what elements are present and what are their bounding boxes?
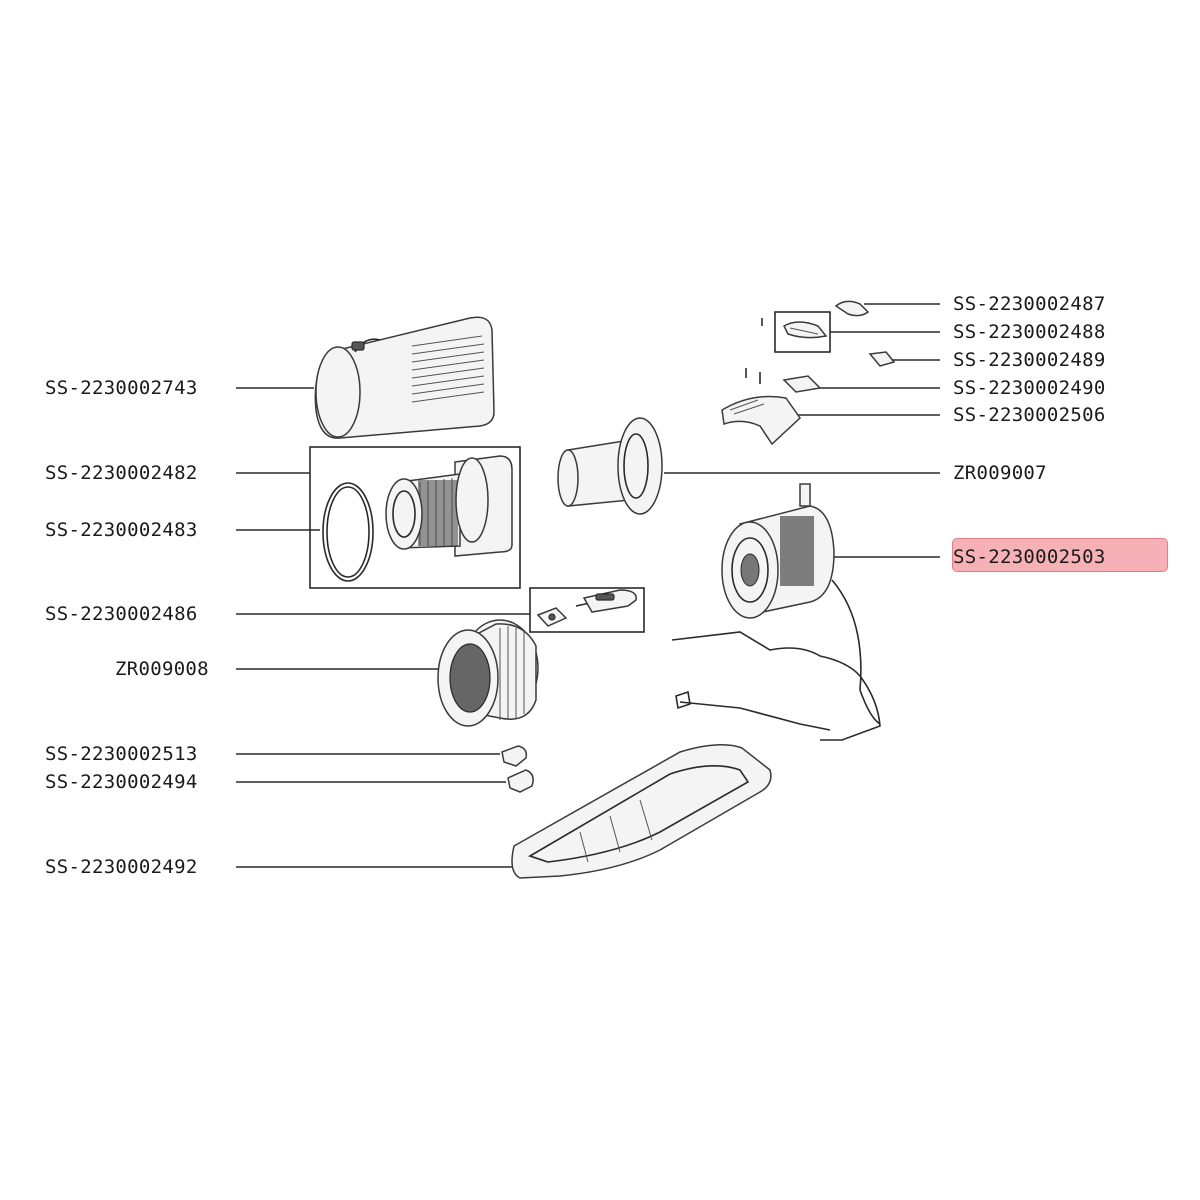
part-label-2483[interactable]: SS-2230002483 bbox=[45, 519, 198, 541]
selected-part-highlight bbox=[952, 538, 1168, 572]
top-cover-part[interactable] bbox=[721, 395, 801, 446]
leader-lines bbox=[236, 303, 940, 868]
button-part-2489[interactable] bbox=[868, 351, 896, 367]
motor-assembly-part[interactable] bbox=[671, 483, 881, 741]
part-label-2489[interactable]: SS-2230002489 bbox=[953, 349, 1106, 371]
small-clip-part-2494[interactable] bbox=[507, 769, 534, 793]
pre-filter-part[interactable] bbox=[557, 417, 663, 515]
filter-group-box bbox=[309, 446, 521, 589]
button-part-2487[interactable] bbox=[834, 300, 870, 317]
part-label-2492[interactable]: SS-2230002492 bbox=[45, 856, 198, 878]
part-label-2482[interactable]: SS-2230002482 bbox=[45, 462, 198, 484]
handle-frame-part[interactable] bbox=[511, 744, 772, 879]
part-label-2486[interactable]: SS-2230002486 bbox=[45, 603, 198, 625]
part-label-2513[interactable]: SS-2230002513 bbox=[45, 743, 198, 765]
part-label-2488[interactable]: SS-2230002488 bbox=[953, 321, 1106, 343]
part-label-2494[interactable]: SS-2230002494 bbox=[45, 771, 198, 793]
seal-ring-part[interactable] bbox=[322, 482, 374, 582]
button-group-box bbox=[774, 311, 831, 353]
latch-group-box bbox=[529, 587, 645, 633]
button-part-2490[interactable] bbox=[745, 368, 822, 393]
part-label-2490[interactable]: SS-2230002490 bbox=[953, 377, 1106, 399]
dust-container-cover-part[interactable] bbox=[314, 316, 495, 439]
part-label-zr009007[interactable]: ZR009007 bbox=[953, 462, 1047, 484]
part-label-2743[interactable]: SS-2230002743 bbox=[45, 377, 198, 399]
part-label-2503-selected[interactable]: SS-2230002503 bbox=[953, 546, 1106, 568]
part-label-zr009008[interactable]: ZR009008 bbox=[115, 658, 209, 680]
part-label-2487[interactable]: SS-2230002487 bbox=[953, 293, 1106, 315]
button-part-2488[interactable] bbox=[761, 318, 828, 339]
foam-filter-part[interactable] bbox=[437, 619, 539, 727]
cyclone-filter-part[interactable] bbox=[385, 455, 513, 557]
small-clip-part-2513[interactable] bbox=[501, 745, 528, 767]
latch-parts[interactable] bbox=[536, 589, 637, 627]
part-label-2506[interactable]: SS-2230002506 bbox=[953, 404, 1106, 426]
